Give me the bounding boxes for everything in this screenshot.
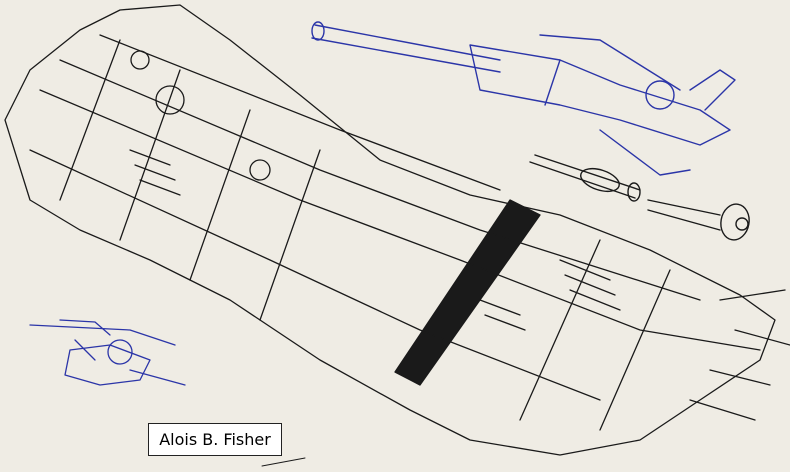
artist-credit: Alois B. Fisher [159, 430, 271, 449]
missile-sketch [529, 154, 750, 241]
artist-credit-box: Alois B. Fisher [148, 423, 282, 456]
signature-stroke [261, 457, 306, 467]
fighter-sketch [311, 21, 736, 176]
battleship-sketch [4, 4, 790, 456]
fighter-sketch-small [29, 319, 186, 386]
